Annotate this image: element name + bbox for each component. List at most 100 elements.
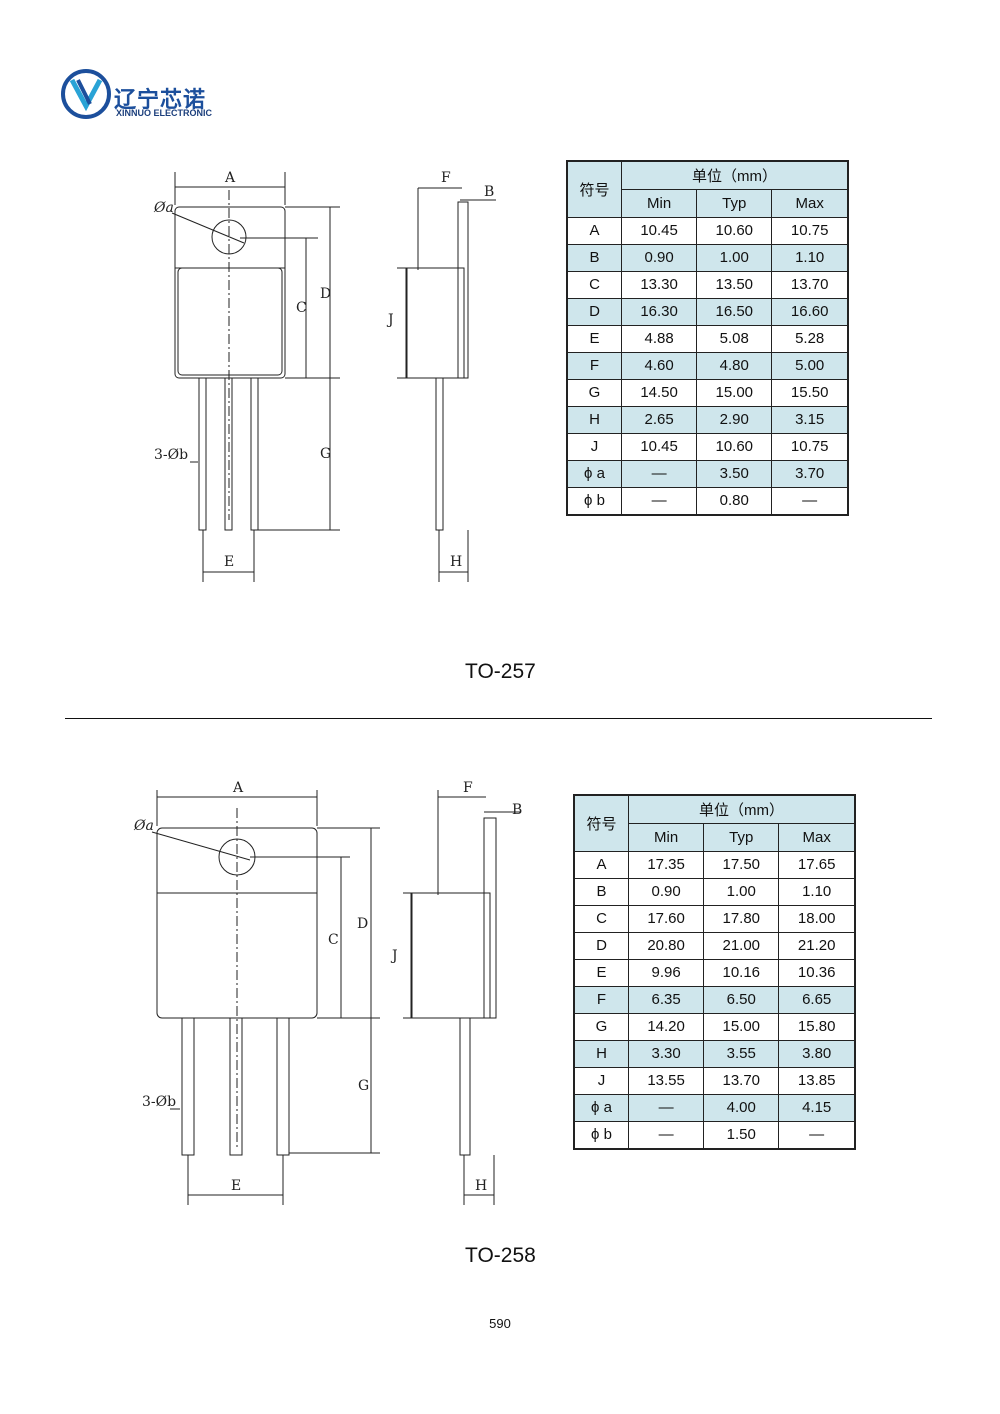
to257-label-D: D: [320, 286, 331, 302]
table-cell: 6.35: [627, 985, 705, 1014]
table-cell: F: [573, 985, 629, 1014]
to258-label-G: G: [358, 1078, 369, 1094]
table-cell: 1.50: [703, 1120, 780, 1149]
table-cell: 3.50: [696, 459, 773, 488]
table-cell: 17.65: [778, 850, 856, 879]
to258-label-phi-a: Øa: [133, 818, 154, 834]
table-cell: 5.00: [771, 351, 849, 380]
table-cell: 13.70: [771, 270, 849, 299]
to257-label-phi-a: Øa: [153, 200, 174, 216]
table-cell: E: [573, 958, 629, 987]
to258-label-H: H: [475, 1178, 487, 1194]
table-row: ϕ b—0.80—: [566, 486, 849, 515]
table-cell: —: [627, 1120, 705, 1149]
to258-package-name: TO-258: [465, 1244, 536, 1267]
table-cell: 1.10: [778, 877, 856, 906]
table-cell: —: [620, 459, 698, 488]
table-cell: 16.60: [771, 297, 849, 326]
table-cell: 13.70: [703, 1066, 780, 1095]
table-cell: H: [573, 1039, 629, 1068]
table-cell: 10.45: [620, 216, 698, 245]
table-cell: C: [566, 270, 622, 299]
to257-label-F: F: [441, 170, 451, 186]
table-cell: 18.00: [778, 904, 856, 933]
table-row: ϕ b—1.50—: [573, 1120, 856, 1149]
to258-label-C: C: [328, 932, 339, 948]
table-cell: J: [566, 432, 622, 461]
table-cell: 0.90: [620, 243, 698, 272]
logo-text-cn: 辽宁芯诺: [114, 88, 207, 113]
table-cell: ϕ b: [566, 486, 622, 515]
to257-package-name: TO-257: [465, 660, 536, 683]
table-cell: 21.00: [703, 931, 780, 960]
to257-label-E: E: [224, 554, 234, 570]
table-cell: E: [566, 324, 622, 353]
table-cell: 17.80: [703, 904, 780, 933]
table-cell: ϕ a: [573, 1093, 629, 1122]
table-cell: 1.00: [703, 877, 780, 906]
table-cell: 13.50: [696, 270, 773, 299]
col-max: Max: [771, 188, 849, 218]
table-cell: 21.20: [778, 931, 856, 960]
to258-label-F: F: [463, 780, 473, 796]
company-logo: 辽宁芯诺 XINNUO ELECTRONIC: [60, 66, 240, 126]
table-cell: G: [573, 1012, 629, 1041]
table-cell: 9.96: [627, 958, 705, 987]
table-cell: D: [573, 931, 629, 960]
table-cell: D: [566, 297, 622, 326]
table-cell: 4.80: [696, 351, 773, 380]
to258-label-B: B: [512, 802, 522, 818]
table-cell: 17.50: [703, 850, 780, 879]
col-max: Max: [778, 822, 856, 852]
table-cell: 10.75: [771, 216, 849, 245]
col-typ: Typ: [703, 822, 780, 852]
table-cell: 15.00: [703, 1012, 780, 1041]
table-cell: H: [566, 405, 622, 434]
table-cell: 4.60: [620, 351, 698, 380]
table-cell: 2.90: [696, 405, 773, 434]
to257-label-A: A: [224, 170, 236, 186]
to257-label-H: H: [450, 554, 462, 570]
to258-label-E: E: [231, 1178, 241, 1194]
table-cell: 14.20: [627, 1012, 705, 1041]
table-cell: A: [566, 216, 622, 245]
table-cell: 15.80: [778, 1012, 856, 1041]
page-number: 590: [489, 1316, 511, 1331]
table-cell: 13.30: [620, 270, 698, 299]
to257-label-G: G: [320, 446, 331, 462]
table-cell: ϕ b: [573, 1120, 629, 1149]
table-cell: 5.08: [696, 324, 773, 353]
table-cell: 15.50: [771, 378, 849, 407]
to258-label-A: A: [232, 780, 244, 796]
symbol-header: 符号: [573, 794, 629, 852]
table-cell: 10.16: [703, 958, 780, 987]
table-cell: 10.60: [696, 216, 773, 245]
table-cell: C: [573, 904, 629, 933]
table-cell: —: [778, 1120, 856, 1149]
table-cell: 6.65: [778, 985, 856, 1014]
logo-text-en: XINNUO ELECTRONIC: [116, 108, 213, 118]
to257-label-phi-b: 3-Øb: [154, 447, 188, 463]
table-cell: 15.00: [696, 378, 773, 407]
table-cell: B: [573, 877, 629, 906]
table-cell: F: [566, 351, 622, 380]
table-cell: ϕ a: [566, 459, 622, 488]
unit-header: 单位（mm）: [628, 794, 856, 824]
table-cell: —: [620, 486, 698, 515]
